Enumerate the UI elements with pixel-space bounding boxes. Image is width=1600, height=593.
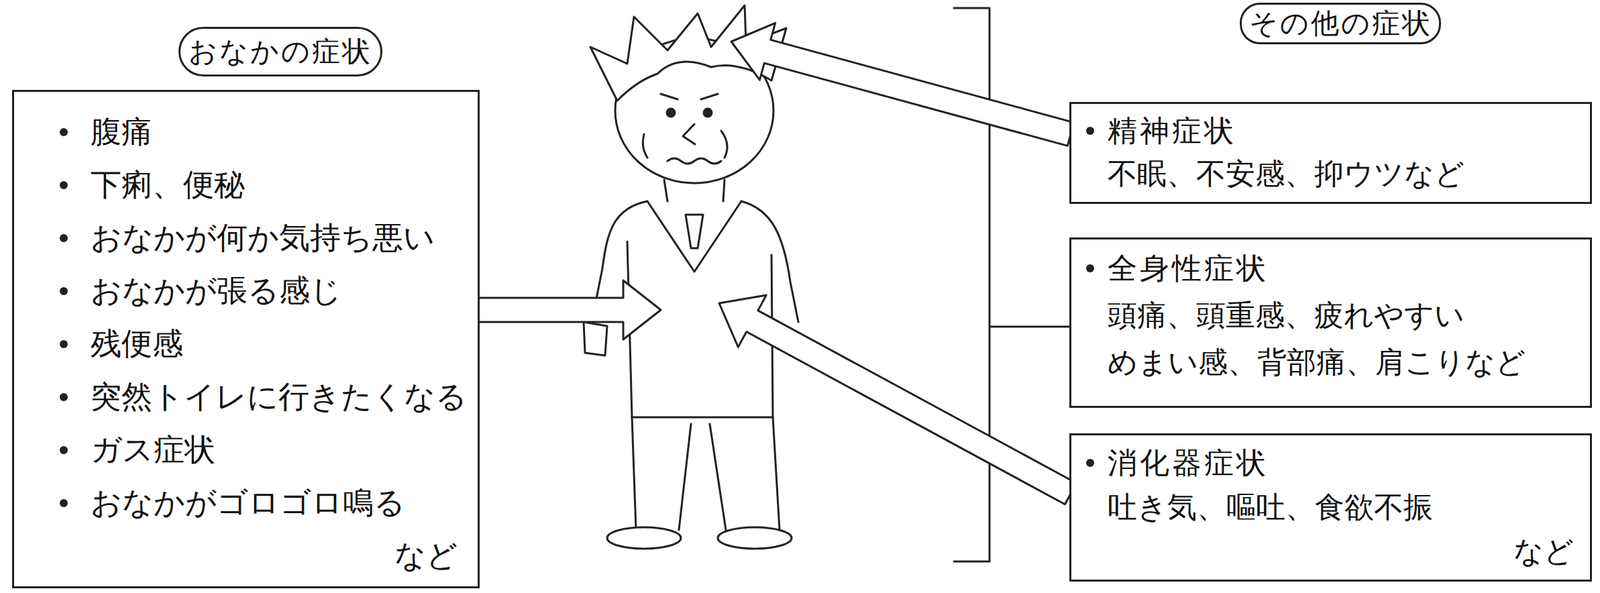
group-heading: 消化器症状: [1107, 440, 1269, 486]
text-row: 消化器症状: [1071, 440, 1590, 486]
symptom-item: おなかが張る感じ: [90, 270, 342, 312]
heading-label: その他の症状: [1239, 2, 1442, 45]
text-row: 全身性症状: [1071, 244, 1590, 292]
pointer-arrow: [731, 22, 1075, 146]
pointer-arrow: [478, 280, 661, 340]
symptom-item: 残便感: [90, 323, 184, 365]
text-row: 精神症状: [1071, 109, 1590, 153]
list-row: おなかが張る感じ: [14, 264, 478, 318]
list-row: ガス症状: [14, 423, 478, 477]
bullet-dot: [59, 181, 68, 190]
label-text: おなかの症状: [188, 32, 373, 71]
etc-note: など: [394, 535, 458, 577]
symptom-box: 腹痛下痢、便秘おなかが何か気持ち悪いおなかが張る感じ残便感突然トイレに行きたくな…: [12, 89, 480, 589]
bullet-dot: [59, 340, 68, 349]
label-text: その他の症状: [1249, 4, 1433, 43]
bullet-dot: [59, 287, 68, 296]
bullet-dot: [59, 234, 68, 243]
bullet-dot: [1086, 458, 1095, 467]
person-figure: [583, 5, 799, 549]
group-heading: 全身性症状: [1107, 244, 1269, 292]
symptom-list: 頭痛、頭重感、疲れやすい めまい感、背部痛、肩こりなど: [1107, 291, 1577, 386]
list-row: おなかがゴロゴロ鳴る: [14, 476, 478, 530]
symptom-item: 下痢、便秘: [90, 164, 245, 206]
symptom-box: 消化器症状吐き気、嘔吐、食欲不振など: [1069, 433, 1592, 582]
text-row: 頭痛、頭重感、疲れやすい めまい感、背部痛、肩こりなど: [1071, 291, 1590, 386]
group-heading: 精神症状: [1107, 109, 1237, 153]
list-row: 残便感: [14, 317, 478, 371]
symptom-item: おなかがゴロゴロ鳴る: [90, 482, 406, 524]
text-row: 不眠、不安感、抑ウツなど: [1071, 152, 1590, 196]
bullet-dot: [59, 393, 68, 402]
symptom-box: 全身性症状頭痛、頭重感、疲れやすい めまい感、背部痛、肩こりなど: [1069, 237, 1592, 408]
symptom-item: おなかが何か気持ち悪い: [90, 217, 435, 259]
symptom-box: 精神症状不眠、不安感、抑ウツなど: [1069, 101, 1592, 204]
symptom-item: 突然トイレに行きたくなる: [90, 376, 467, 418]
bullet-dot: [59, 128, 68, 137]
heading-label: おなかの症状: [178, 26, 383, 77]
list-row: など: [14, 529, 478, 583]
text-row: など: [1071, 529, 1590, 574]
bullet-dot: [1086, 126, 1095, 135]
symptom-item: 腹痛: [90, 111, 153, 153]
bullet-dot: [59, 446, 68, 455]
list-row: 腹痛: [14, 105, 478, 159]
list-row: 下痢、便秘: [14, 158, 478, 212]
list-row: 突然トイレに行きたくなる: [14, 370, 478, 424]
bullet-dot: [59, 499, 68, 508]
symptom-list: 不眠、不安感、抑ウツなど: [1107, 152, 1465, 196]
etc-note: など: [1513, 529, 1574, 574]
text-row: 吐き気、嘔吐、食欲不振: [1071, 485, 1590, 530]
bullet-dot: [1086, 264, 1095, 273]
list-row: おなかが何か気持ち悪い: [14, 211, 478, 265]
symptom-item: ガス症状: [90, 429, 216, 471]
pointer-arrow: [719, 295, 1077, 505]
symptom-list: 吐き気、嘔吐、食欲不振: [1107, 485, 1433, 530]
